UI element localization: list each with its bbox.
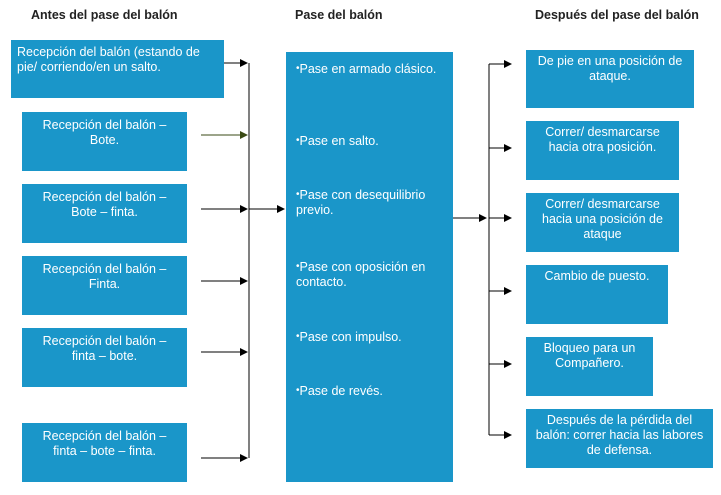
left-box-2: Recepción del balón – Bote. — [22, 112, 187, 171]
right-box-6: Después de la pérdida del balón: correr … — [526, 409, 713, 468]
heading-after: Después del pase del balón — [535, 8, 699, 22]
right-box-2: Correr/ desmarcarse hacia otra posición. — [526, 121, 679, 180]
pass-item-5: •Pase con impulso. — [296, 330, 402, 344]
right-box-4: Cambio de puesto. — [526, 265, 668, 324]
left-box-5: Recepción del balón – finta – bote. — [22, 328, 187, 387]
left-box-3: Recepción del balón – Bote – finta. — [22, 184, 187, 243]
pass-item-4: •Pase con oposición en contacto. — [296, 260, 426, 289]
heading-pass: Pase del balón — [295, 8, 383, 22]
heading-before: Antes del pase del balón — [31, 8, 178, 22]
left-box-6: Recepción del balón – finta – bote – fin… — [22, 423, 187, 482]
pass-item-1: •Pase en armado clásico. — [296, 62, 437, 76]
pass-item-6: •Pase de revés. — [296, 384, 383, 398]
right-box-5: Bloqueo para un Compañero. — [526, 337, 653, 396]
pass-item-2: •Pase en salto. — [296, 134, 379, 148]
left-box-1: Recepción del balón (estando de pie/ cor… — [11, 40, 224, 98]
pass-types-box: •Pase en armado clásico. •Pase en salto.… — [286, 52, 453, 482]
pass-item-3: •Pase con desequilibrio previo. — [296, 188, 426, 217]
right-box-1: De pie en una posición de ataque. — [526, 50, 694, 108]
left-box-4: Recepción del balón – Finta. — [22, 256, 187, 315]
right-box-3: Correr/ desmarcarse hacia una posición d… — [526, 193, 679, 252]
